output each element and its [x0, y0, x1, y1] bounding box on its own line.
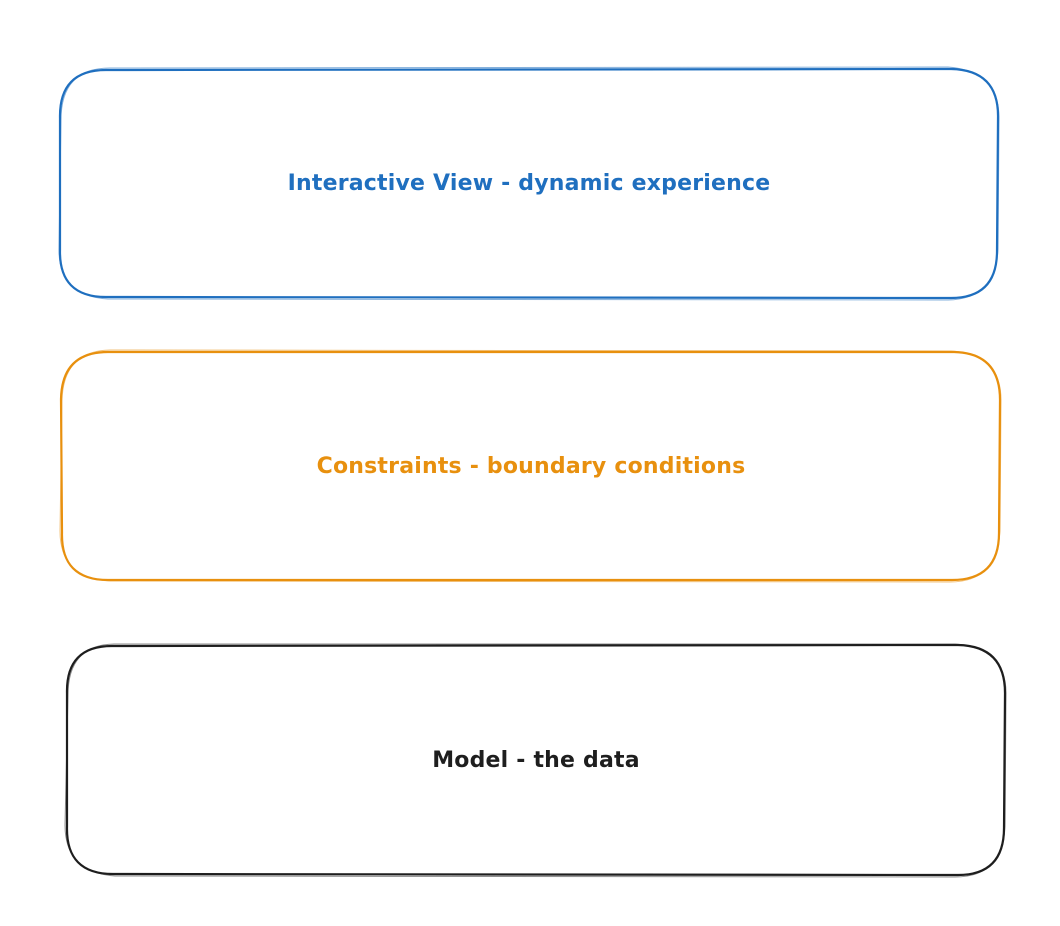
box-model-sketch-line	[64, 643, 1007, 878]
box-constraints-sketch-line	[59, 349, 1002, 583]
layer-constraints[interactable]: Constraints - boundary conditions	[59, 349, 1002, 583]
box-interactive-view-label: Interactive View - dynamic experience	[288, 171, 771, 196]
box-model-label: Model - the data	[432, 748, 640, 773]
box-interactive-view-sketch-line	[58, 66, 1000, 301]
box-constraints-label: Constraints - boundary conditions	[317, 454, 746, 479]
layer-model[interactable]: Model - the data	[64, 643, 1007, 878]
layer-interactive-view[interactable]: Interactive View - dynamic experience	[58, 66, 1000, 301]
